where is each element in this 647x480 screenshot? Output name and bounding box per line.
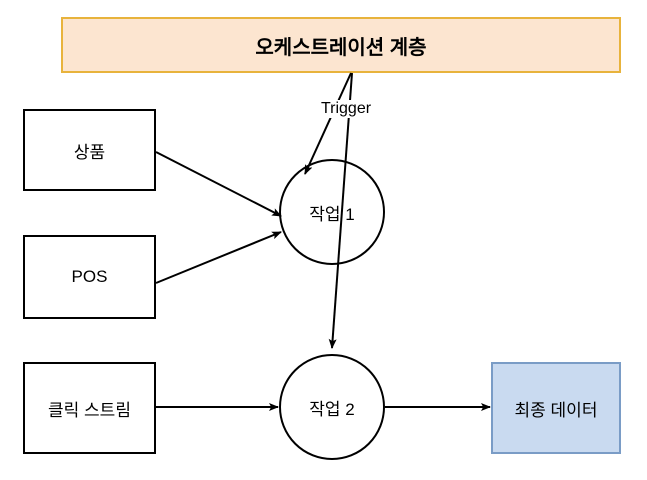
product-source-box[interactable]	[23, 109, 156, 191]
edge-pos-to-task1	[155, 231, 282, 284]
orchestration-layer-box[interactable]	[61, 17, 621, 73]
edge-orchestration-to-task1	[304, 72, 352, 175]
final-data-box[interactable]	[491, 362, 621, 454]
clickstream-source-box[interactable]	[23, 362, 156, 454]
pos-source-box[interactable]	[23, 235, 156, 319]
edge-product-to-task1	[155, 151, 282, 217]
task1-node[interactable]	[279, 159, 385, 265]
task2-node[interactable]	[279, 354, 385, 460]
edge-orchestration-to-task2	[328, 72, 353, 349]
